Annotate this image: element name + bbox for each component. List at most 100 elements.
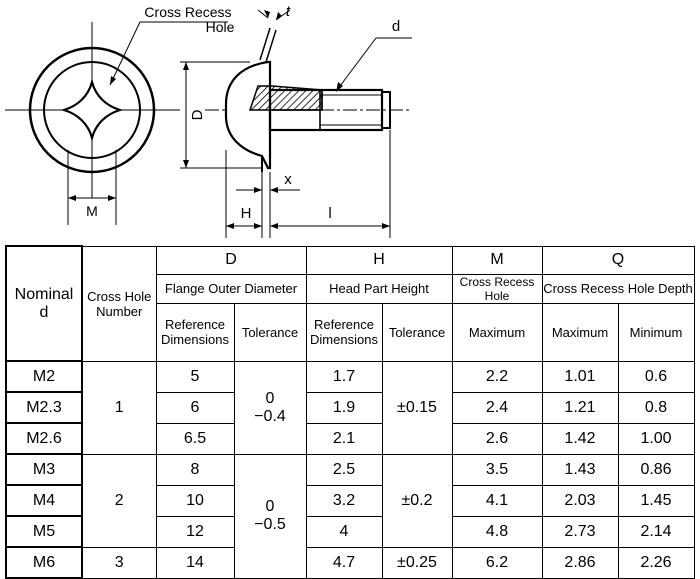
header-nominal-line2: d bbox=[39, 303, 49, 321]
header-D: D bbox=[155, 245, 307, 275]
header-D-tol: Tolerance bbox=[233, 302, 307, 362]
cell-M-max: 4.1 bbox=[451, 484, 543, 517]
dim-label-x: x bbox=[284, 171, 292, 188]
cell-D-tol-upper: 0 bbox=[265, 498, 275, 515]
cross-recess-label-line2: Hole bbox=[206, 19, 235, 35]
dim-label-H: H bbox=[241, 205, 252, 222]
table-row: M2.6 6.5 2.1 2.6 1.42 1.00 bbox=[5, 422, 695, 455]
cell-D-ref: 6.5 bbox=[155, 422, 235, 455]
dim-D: D bbox=[180, 61, 262, 169]
header-cross-hole-line1: Cross Hole bbox=[87, 288, 152, 304]
cell-Q-max: 2.73 bbox=[541, 515, 619, 548]
cell-H-ref: 3.2 bbox=[305, 484, 383, 517]
cell-H-ref: 1.7 bbox=[305, 360, 383, 393]
cell-M-max: 2.6 bbox=[451, 422, 543, 455]
header-M-max: Maximum bbox=[451, 302, 543, 362]
thread-diameter-leader: d bbox=[336, 18, 412, 92]
dim-label-d: d bbox=[392, 18, 400, 35]
table-row: M6 3 14 4.7 ±0.25 6.2 2.86 2.26 bbox=[5, 546, 695, 579]
cell-D-ref: 6 bbox=[155, 391, 235, 424]
cell-nominal: M3 bbox=[5, 453, 83, 486]
cell-D-ref: 14 bbox=[155, 546, 235, 579]
dim-label-l: l bbox=[328, 205, 331, 222]
header-H-ref: Reference Dimensions bbox=[305, 302, 383, 362]
header-M-sub: Cross Recess Hole bbox=[451, 273, 543, 304]
cell-D-ref: 10 bbox=[155, 484, 235, 517]
head-top-view: M bbox=[5, 22, 180, 225]
cell-M-max: 6.2 bbox=[451, 546, 543, 579]
cell-Q-min: 1.45 bbox=[617, 484, 695, 517]
header-D-ref: Reference Dimensions bbox=[155, 302, 235, 362]
cell-Q-min: 0.8 bbox=[617, 391, 695, 424]
cell-D-tol-lower: −0.5 bbox=[254, 516, 286, 533]
header-cross-hole-line2: Number bbox=[96, 303, 143, 319]
cell-Q-min: 0.86 bbox=[617, 453, 695, 486]
cell-Q-max: 1.01 bbox=[541, 360, 619, 393]
cell-nominal: M2 bbox=[5, 360, 83, 393]
cell-nominal: M6 bbox=[5, 546, 83, 579]
cell-Q-max: 1.43 bbox=[541, 453, 619, 486]
spec-table: Nominal d Cross Hole Number D H M Q Flan… bbox=[5, 245, 695, 579]
header-nominal: Nominal d bbox=[5, 245, 83, 362]
cell-H-ref: 4 bbox=[305, 515, 383, 548]
cell-Q-max: 2.03 bbox=[541, 484, 619, 517]
cell-nominal: M2.6 bbox=[5, 422, 83, 455]
dim-label-t: t bbox=[286, 3, 291, 20]
cell-cross-hole: 3 bbox=[81, 546, 157, 579]
header-nominal-line1: Nominal bbox=[14, 285, 74, 303]
header-Q-sub: Cross Recess Hole Depth bbox=[541, 273, 695, 304]
cell-H-ref: 2.1 bbox=[305, 422, 383, 455]
dim-label-M: M bbox=[86, 203, 98, 219]
screw-technical-drawing: M Cross Recess Hole t bbox=[5, 3, 412, 238]
cell-Q-min: 0.6 bbox=[617, 360, 695, 393]
cell-Q-max: 1.21 bbox=[541, 391, 619, 424]
cell-M-max: 4.8 bbox=[451, 515, 543, 548]
cross-recess-shape bbox=[60, 77, 124, 143]
cell-Q-min: 2.14 bbox=[617, 515, 695, 548]
dim-H-x-l: H x l bbox=[225, 130, 391, 238]
cell-H-ref: 4.7 bbox=[305, 546, 383, 579]
header-Q-min: Minimum bbox=[617, 302, 695, 362]
table-row: M3 2 8 0 −0.5 2.5 ±0.2 3.5 1.43 0.86 bbox=[5, 453, 695, 579]
cell-H-tol: ±0.15 bbox=[381, 360, 453, 455]
header-Q: Q bbox=[541, 245, 695, 275]
cell-D-tol: 0 −0.4 bbox=[233, 360, 307, 455]
cell-M-max: 3.5 bbox=[451, 453, 543, 486]
header-H-ref-line1: Reference bbox=[314, 317, 374, 332]
cell-H-ref: 1.9 bbox=[305, 391, 383, 424]
table-row: M2 1 5 0 −0.4 1.7 ±0.15 2.2 1.01 0.6 bbox=[5, 360, 695, 455]
cell-Q-max: 1.42 bbox=[541, 422, 619, 455]
table-row: M4 10 3.2 4.1 2.03 1.45 bbox=[5, 484, 695, 517]
cell-Q-max: 2.86 bbox=[541, 546, 619, 579]
cross-recess-leader: Cross Recess Hole bbox=[109, 4, 235, 86]
cell-nominal: M2.3 bbox=[5, 391, 83, 424]
cell-D-tol-upper: 0 bbox=[265, 389, 275, 407]
cell-M-max: 2.2 bbox=[451, 360, 543, 393]
header-Q-max: Maximum bbox=[541, 302, 619, 362]
cell-H-tol: ±0.2 bbox=[381, 453, 453, 548]
cell-D-tol-lower: −0.4 bbox=[254, 407, 286, 425]
cell-D-ref: 12 bbox=[155, 515, 235, 548]
screw-side-view: t bbox=[205, 3, 410, 172]
cell-D-ref: 8 bbox=[155, 453, 235, 486]
cell-nominal: M4 bbox=[5, 484, 83, 517]
cell-cross-hole: 1 bbox=[81, 360, 157, 455]
dim-label-D: D bbox=[189, 109, 206, 120]
header-H: H bbox=[305, 245, 453, 275]
cell-H-tol: ±0.25 bbox=[381, 546, 453, 579]
cell-cross-hole: 2 bbox=[81, 453, 157, 548]
header-cross-hole-number: Cross Hole Number bbox=[81, 245, 157, 362]
header-H-sub: Head Part Height bbox=[305, 273, 453, 304]
cell-D-tol: 0 −0.5 bbox=[233, 453, 307, 579]
header-D-sub: Flange Outer Diameter bbox=[155, 273, 307, 304]
cell-D-ref: 5 bbox=[155, 360, 235, 393]
header-H-tol: Tolerance bbox=[381, 302, 453, 362]
table-row: M5 12 4 4.8 2.73 2.14 bbox=[5, 515, 695, 548]
header-M: M bbox=[451, 245, 543, 275]
cell-Q-min: 2.26 bbox=[617, 546, 695, 579]
cell-Q-min: 1.00 bbox=[617, 422, 695, 455]
cell-M-max: 2.4 bbox=[451, 391, 543, 424]
header-H-ref-line2: Dimensions bbox=[310, 332, 378, 347]
header-D-ref-line2: Dimensions bbox=[161, 332, 229, 347]
cell-nominal: M5 bbox=[5, 515, 83, 548]
